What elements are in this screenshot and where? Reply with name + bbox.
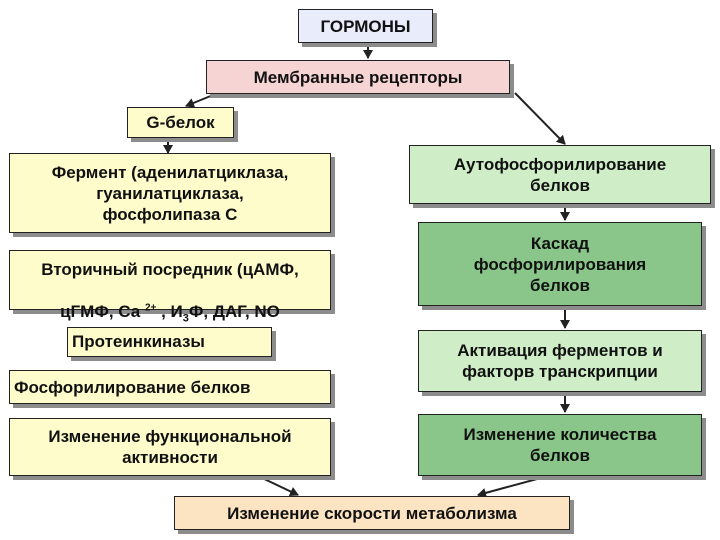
second-messenger-box: Вторичный посредник (цАМФ, цГМФ, Са 2+ ,… bbox=[9, 250, 331, 324]
arrow-receptors-to-gprotein bbox=[185, 92, 219, 108]
protein-quantity-change-box: Изменение количества белков bbox=[418, 414, 702, 476]
hormones-box: ГОРМОНЫ bbox=[298, 9, 433, 43]
ip3-subscript: 3 bbox=[182, 312, 189, 325]
protein-phosphorylation-box: Фосфорилирование белков bbox=[9, 370, 331, 404]
calcium-charge: 2+ bbox=[144, 302, 157, 314]
second-messenger-line-2c: Ф, ДАГ, NO bbox=[188, 302, 280, 321]
second-messenger-line-2b: , И bbox=[156, 302, 183, 321]
functional-activity-change-box: Изменение функциональной активности bbox=[9, 418, 331, 476]
phosphorylation-cascade-box: Каскад фосфорилирования белков bbox=[418, 222, 702, 306]
enzyme-activation-box: Активация ферментов и факторв транскрипц… bbox=[418, 330, 702, 392]
arrow-functional-to-metabolism bbox=[257, 475, 299, 497]
second-messenger-line-1: Вторичный посредник (цАМФ, bbox=[41, 260, 299, 279]
membrane-receptors-box: Мембранные рецепторы bbox=[206, 60, 510, 94]
enzyme-box: Фермент (аденилатциклаза, гуанилатциклаз… bbox=[9, 153, 331, 233]
second-messenger-line-2a: цГМФ, Са bbox=[60, 302, 145, 321]
second-messenger-text: Вторичный посредник (цАМФ, цГМФ, Са 2+ ,… bbox=[41, 238, 299, 325]
autophosphorylation-box: Аутофосфорилирование белков bbox=[409, 145, 711, 204]
protein-kinases-box: Протеинкиназы bbox=[67, 327, 272, 357]
metabolism-rate-change-box: Изменение скорости метаболизма bbox=[174, 496, 570, 530]
arrow-receptors-to-autophosphorylation bbox=[514, 92, 566, 145]
arrow-quantity-to-metabolism bbox=[477, 475, 549, 498]
g-protein-box: G-белок bbox=[127, 107, 234, 138]
